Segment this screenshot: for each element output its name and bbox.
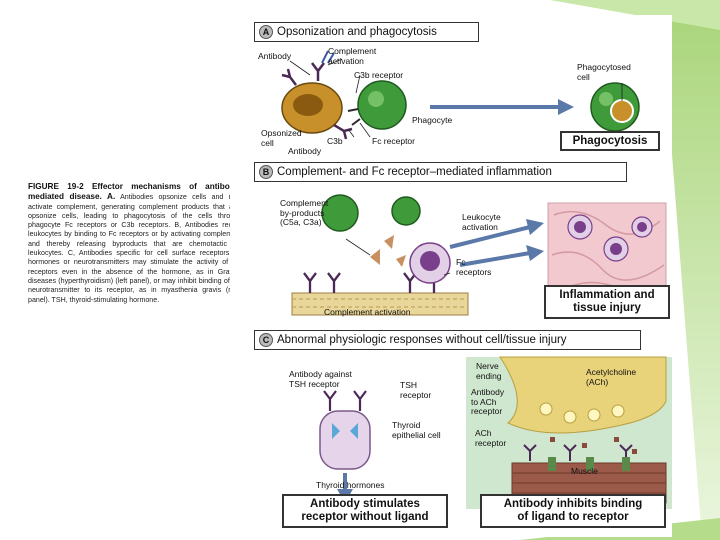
label-c3b-receptor: C3b receptor bbox=[354, 70, 404, 80]
panel-a-letter: A bbox=[259, 25, 273, 39]
label-complement-byproducts: Complement by-products (C5a, C3a) bbox=[280, 198, 329, 227]
label-nerve-ending: Nerve ending bbox=[476, 361, 502, 381]
result-inflammation: Inflammation and tissue injury bbox=[544, 285, 670, 319]
label-fc-receptor: Fc receptor bbox=[372, 136, 415, 146]
caption-title: FIGURE 19-2 Effector mechanisms of antib… bbox=[28, 182, 242, 202]
label-opsonized-cell: Opsonized cell bbox=[261, 128, 302, 148]
label-antibody-tsh: Antibody against TSH receptor bbox=[289, 369, 352, 389]
panel-b-header: B Complement- and Fc receptor–mediated i… bbox=[254, 162, 627, 182]
panel-a-illustration bbox=[281, 50, 640, 140]
label-fc-receptors: Fc receptors bbox=[456, 257, 492, 277]
panel-c-title: Abnormal physiologic responses without c… bbox=[277, 334, 567, 346]
panel-c-letter: C bbox=[259, 333, 273, 347]
label-phagocyte: Phagocyte bbox=[412, 115, 453, 125]
panel-b-illustration bbox=[291, 194, 667, 316]
panel-a-title: Opsonization and phagocytosis bbox=[277, 26, 437, 38]
label-antibody-top: Antibody bbox=[258, 51, 292, 61]
result-phagocytosis: Phagocytosis bbox=[560, 131, 660, 151]
label-leukocyte-activation: Leukocyte activation bbox=[462, 212, 501, 232]
figure-image: A Opsonization and phagocytosis bbox=[230, 15, 672, 537]
label-phagocytosed-cell: Phagocytosed cell bbox=[577, 62, 631, 82]
panel-a-header: A Opsonization and phagocytosis bbox=[254, 22, 479, 42]
panel-c-header: C Abnormal physiologic responses without… bbox=[254, 330, 641, 350]
label-ach-receptor: ACh receptor bbox=[475, 428, 507, 448]
label-antibody-ach-receptor: Antibody to ACh receptor bbox=[471, 387, 505, 416]
label-antibody-bottom: Antibody bbox=[288, 146, 322, 156]
label-thyroid-hormones: Thyroid hormones bbox=[316, 480, 385, 490]
caption-panel-marker: A. bbox=[107, 192, 116, 202]
result-antibody-inhibits: Antibody inhibits binding of ligand to r… bbox=[480, 494, 666, 528]
label-thyroid-epithelial-cell: Thyroid epithelial cell bbox=[392, 420, 441, 440]
figure-caption: FIGURE 19-2 Effector mechanisms of antib… bbox=[28, 182, 242, 305]
label-muscle: Muscle bbox=[571, 466, 598, 476]
panel-b-title: Complement- and Fc receptor–mediated inf… bbox=[277, 166, 552, 178]
result-antibody-stimulates: Antibody stimulates receptor without lig… bbox=[282, 494, 448, 528]
label-acetylcholine: Acetylcholine (ACh) bbox=[586, 367, 637, 387]
label-c3b: C3b bbox=[327, 136, 343, 146]
panel-b-letter: B bbox=[259, 165, 273, 179]
label-complement-activation-b: Complement activation bbox=[324, 307, 411, 317]
caption-body: Antibodies opsonize cells and may activa… bbox=[28, 193, 242, 304]
label-complement-activation: Complement activation bbox=[328, 46, 377, 66]
label-tsh-receptor: TSH receptor bbox=[400, 380, 432, 400]
